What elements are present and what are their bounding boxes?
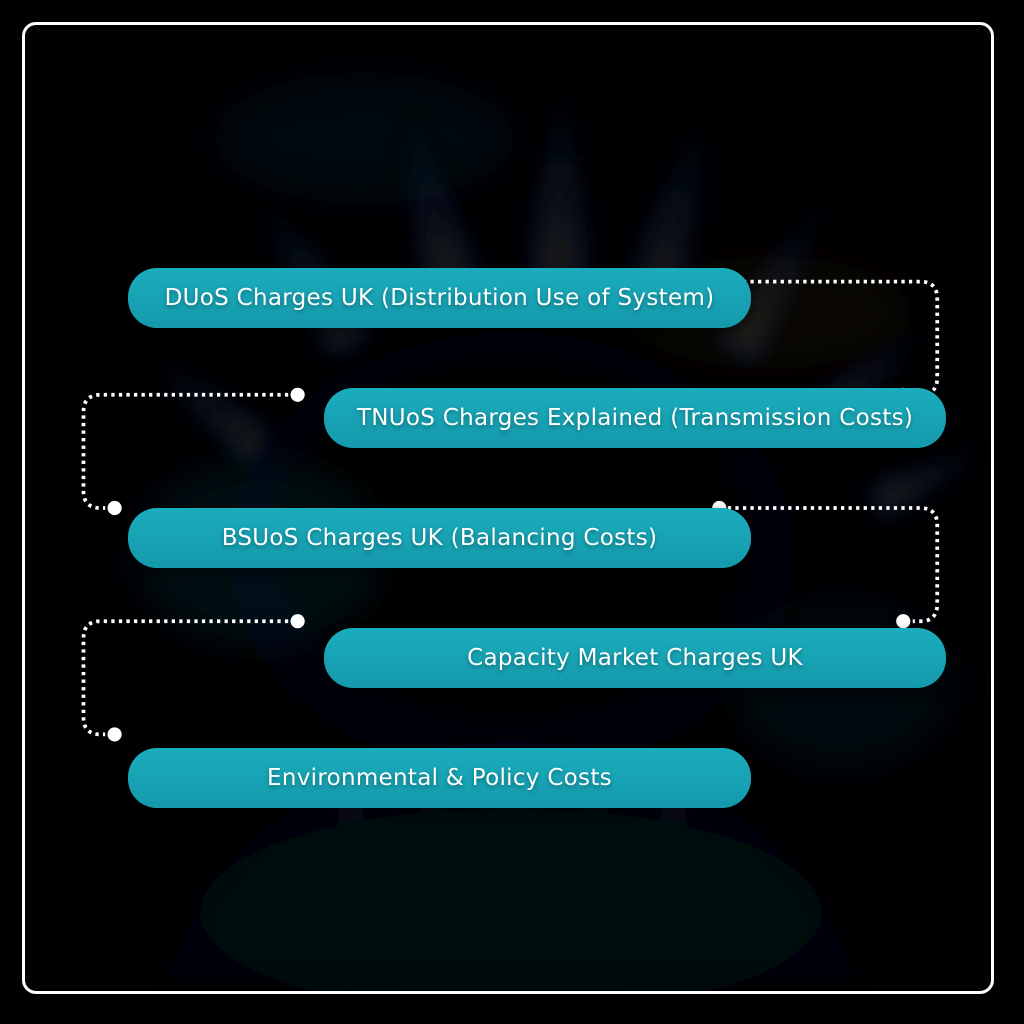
image-border-frame: DUoS Charges UK (Distribution Use of Sys… <box>22 22 994 994</box>
flow-node-tnuos-label: TNUoS Charges Explained (Transmission Co… <box>356 405 914 431</box>
flow-node-duos: DUoS Charges UK (Distribution Use of Sys… <box>128 268 751 328</box>
flow-node-bsuos-label: BSUoS Charges UK (Balancing Costs) <box>221 525 658 551</box>
flow-node-environmental-policy-label: Environmental & Policy Costs <box>267 765 612 791</box>
flow-node-capacity-market-label: Capacity Market Charges UK <box>467 645 803 671</box>
flow-node-bsuos: BSUoS Charges UK (Balancing Costs) <box>128 508 751 568</box>
flow-node-duos-label: DUoS Charges UK (Distribution Use of Sys… <box>164 285 715 311</box>
flow-node-tnuos: TNUoS Charges Explained (Transmission Co… <box>324 388 946 448</box>
flow-node-capacity-market: Capacity Market Charges UK <box>324 628 946 688</box>
flow-node-environmental-policy: Environmental & Policy Costs <box>128 748 751 808</box>
